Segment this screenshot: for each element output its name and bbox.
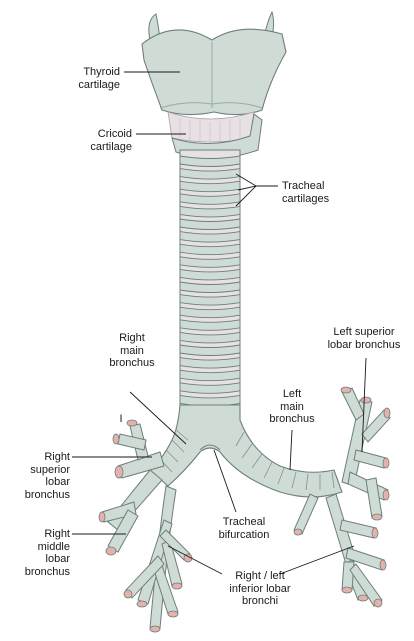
main-bronchi <box>149 404 343 498</box>
tracheal-ring <box>179 218 241 230</box>
leader-lines <box>72 71 367 575</box>
tracheal-ring <box>179 281 241 293</box>
tracheal-ring <box>179 243 241 256</box>
tracheal-ring <box>179 319 241 331</box>
label-tracheal-cartilages: Tracheal cartilages <box>282 180 330 205</box>
tracheal-ring <box>179 256 241 268</box>
tracheal-ring <box>179 344 241 356</box>
tracheal-ring <box>179 155 241 167</box>
tracheal-rings <box>179 155 241 419</box>
tracheal-ring <box>179 231 241 243</box>
right-bronchial-tree <box>101 423 191 629</box>
label-tracheal-bifurcation: Tracheal bifurcation <box>218 516 270 541</box>
tracheal-ring <box>179 382 241 394</box>
label-left-superior-lobar-bronchus: Left superior lobar bronchus <box>327 326 401 351</box>
label-cricoid-cartilage: Cricoid cartilage <box>90 128 132 153</box>
label-thyroid-cartilage: Thyroid cartilage <box>78 66 120 91</box>
label-left-main-bronchus: Left main bronchus <box>269 388 315 425</box>
tracheal-ring <box>179 369 241 382</box>
label-right-main-bronchus: Right main bronchus <box>109 332 155 369</box>
label-inferior-lobar-bronchi: Right / left inferior lobar bronchi <box>229 570 291 607</box>
label-right-superior-lobar-bronchus: Right superior lobar bronchus <box>24 451 70 501</box>
tracheal-ring <box>179 331 241 344</box>
tracheal-ring <box>179 357 241 369</box>
tracheal-ring <box>179 268 241 281</box>
thyroid-cartilage <box>141 10 287 116</box>
label-roman-marker: I <box>119 413 123 425</box>
tracheal-ring <box>179 306 241 319</box>
label-right-middle-lobar-bronchus: Right middle lobar bronchus <box>24 528 70 578</box>
tracheal-ring <box>179 294 241 306</box>
trachea <box>179 149 241 421</box>
tracheal-ring <box>179 205 241 218</box>
left-bronchial-tree <box>293 387 391 607</box>
